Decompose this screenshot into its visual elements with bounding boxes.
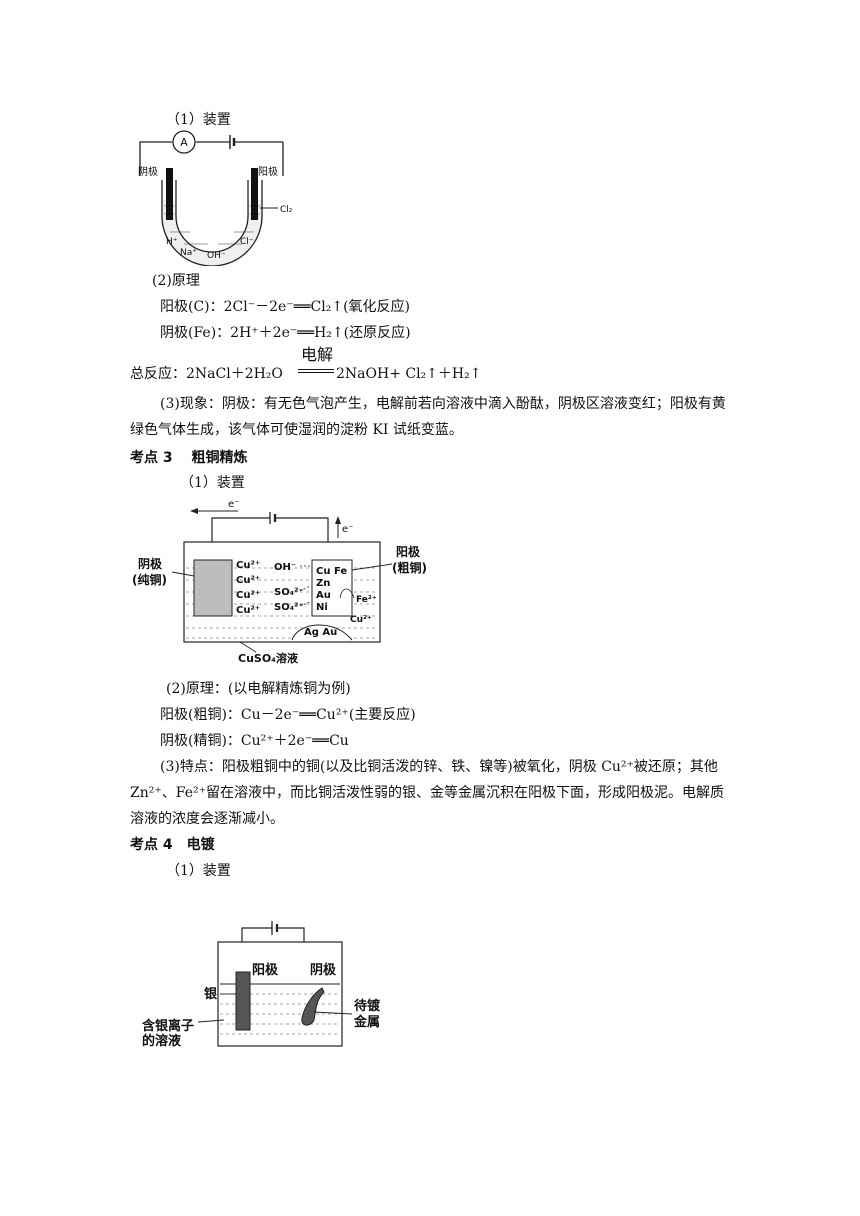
cathode-sub-label: (纯铜)	[132, 572, 167, 587]
anode-equation-3: 阳极(粗铜)：Cu－2e⁻══Cu²⁺(主要反应)	[160, 707, 416, 723]
anode-rod	[251, 168, 258, 220]
electron-up-arrow-icon	[335, 516, 341, 524]
electron-left-label: e⁻	[228, 499, 239, 510]
principle-label-3: (2)原理：(以电解精炼铜为例)	[166, 681, 351, 697]
anode-label: 阳极	[252, 962, 279, 978]
setup-label-1: （1）装置	[166, 112, 231, 128]
anode-label: 阳极	[258, 165, 278, 178]
solution-label: CuSO₄溶液	[238, 651, 299, 665]
features-paragraph: (3)特点：阳极粗铜中的铜(以及比铜活泼的锌、铁、镍等)被氧化，阴极 Cu²⁺被…	[130, 759, 724, 827]
electron-arrow-icon	[190, 508, 198, 514]
electroplating-diagram: 阳极 阴极 银 含银离子 的溶液 待镀 金属	[141, 921, 381, 1049]
h-ion-label: H⁺	[166, 237, 178, 247]
sulfate-ion-label: SO₄²⁻	[274, 587, 304, 598]
cu-ion-label: Cu²⁺	[236, 575, 260, 586]
object-sub-label: 金属	[353, 1014, 380, 1030]
setup-label-4: （1）装置	[166, 863, 231, 879]
anode-mud	[291, 624, 353, 641]
cu-ion-label: Cu²⁺	[236, 560, 260, 571]
sulfate-ion-label: SO₄²⁻	[274, 602, 304, 613]
metal-label: Au	[316, 590, 331, 601]
metal-label: Zn	[316, 578, 330, 589]
solution-label: 含银离子	[141, 1018, 194, 1034]
cathode-label: 阴极	[138, 556, 163, 571]
electrolysis-u-tube-diagram: A 阴极 阳极 Cl₂ H⁺ Na⁺ OH⁻ Cl⁻	[138, 130, 293, 266]
electron-up-label: e⁻	[342, 524, 353, 535]
anode-label: 阳极	[396, 544, 421, 559]
cathode-equation-3: 阴极(精铜)：Cu²⁺＋2e⁻══Cu	[160, 733, 349, 749]
cathode-label: 阴极	[138, 165, 158, 178]
metal-label: Ni	[316, 602, 328, 613]
cathode-equation-2: 阴极(Fe)：2H⁺＋2e⁻══H₂↑(还原反应)	[160, 325, 411, 341]
fe-ion-label: Fe²⁺	[356, 595, 377, 605]
cl2-label: Cl₂	[280, 205, 293, 215]
anode-mud-label: Ag Au	[304, 627, 337, 638]
ammeter-icon	[172, 130, 196, 154]
section-heading-4: 考点 4 电镀	[130, 837, 215, 853]
metal-label: Cu	[316, 566, 330, 577]
silver-label: 银	[204, 986, 218, 1002]
silver-anode	[235, 971, 251, 1031]
crude-copper-anode	[311, 559, 353, 617]
total-reaction-label: 总反应：2NaCl＋2H₂O	[130, 366, 283, 382]
solution-sub-label: 的溶液	[142, 1033, 181, 1049]
oh-ion-label: OH⁻	[207, 251, 226, 261]
pure-copper-cathode	[193, 559, 233, 617]
equals-sign	[298, 369, 334, 373]
object-label: 待镀	[353, 998, 381, 1014]
principle-label-2: (2)原理	[152, 273, 200, 289]
oh-ion-label: OH⁻	[274, 562, 296, 573]
anode-equation-2: 阳极(C)：2Cl⁻－2e⁻══Cl₂↑(氧化反应)	[160, 299, 411, 315]
total-reaction-products: 2NaOH+ Cl₂↑＋H₂↑	[336, 366, 482, 382]
anode-sub-label: (粗铜)	[392, 560, 427, 575]
copper-refining-diagram: e⁻ e⁻ 阴极 (纯铜) 阳极 (粗铜) Cu²⁺ Cu²⁺ Cu²⁺ Cu²…	[132, 499, 427, 665]
phenomenon-paragraph: (3)现象：阴极：有无色气泡产生，电解前若向溶液中滴入酚酞，阴极区溶液变红；阳极…	[130, 396, 726, 438]
setup-label-3: （1）装置	[180, 475, 245, 491]
cu-ion-label: Cu²⁺	[236, 605, 260, 616]
cathode-label: 阴极	[310, 962, 337, 978]
section-heading-3: 考点 3 粗铜精炼	[130, 450, 248, 466]
metal-label: Fe	[334, 566, 347, 577]
cu-ion-out-label: Cu²⁺	[350, 615, 372, 625]
plated-object	[301, 987, 325, 1026]
cathode-rod	[166, 168, 173, 220]
cu-ion-label: Cu²⁺	[236, 590, 260, 601]
electrolysis-condition: 电解	[300, 345, 333, 364]
na-ion-label: Na⁺	[180, 248, 197, 258]
cl-ion-label: Cl⁻	[240, 237, 254, 247]
ammeter-label: A	[180, 136, 188, 149]
